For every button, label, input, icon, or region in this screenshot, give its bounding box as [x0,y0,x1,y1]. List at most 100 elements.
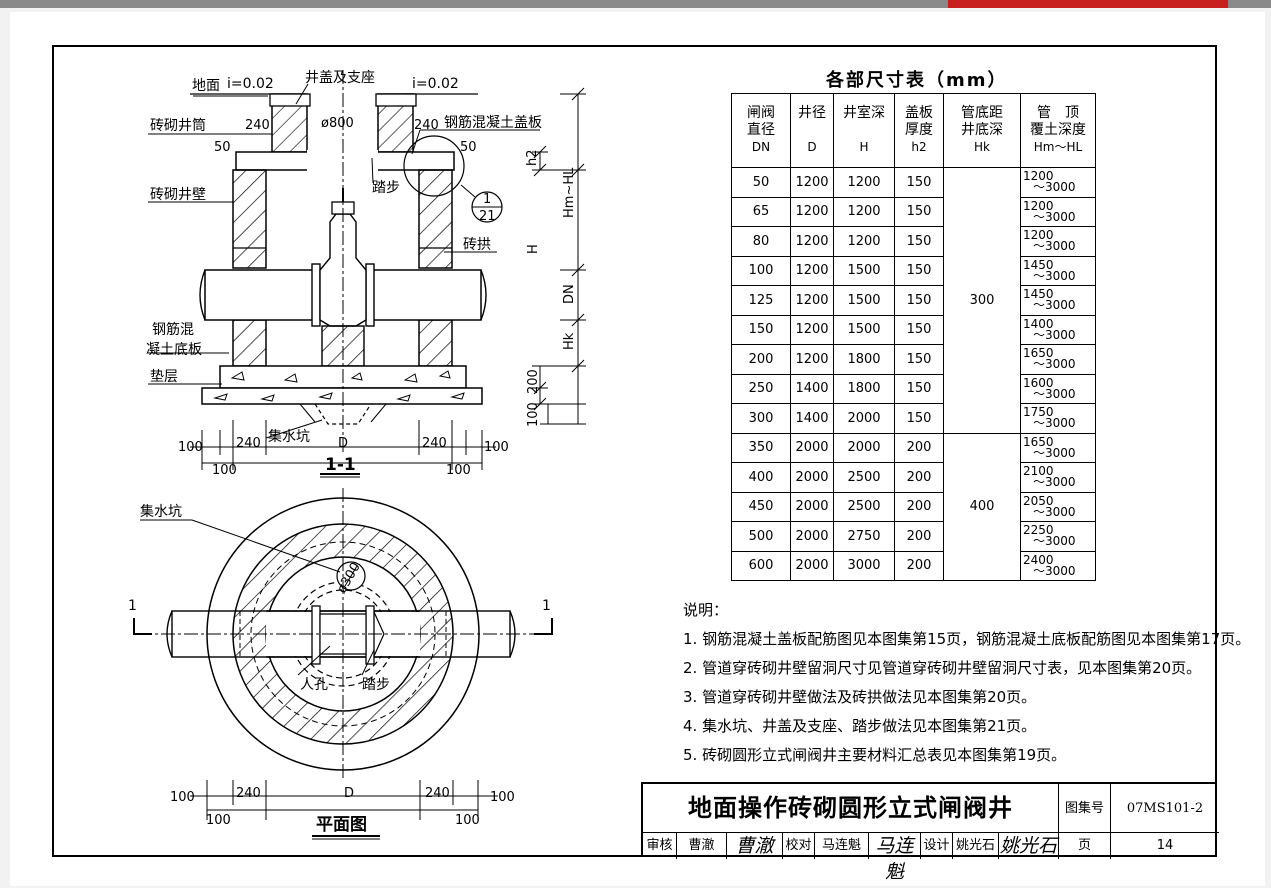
table-cell-h2: 150 [894,196,944,227]
table-cell-cover: 1750～3000 [1020,403,1096,434]
dim-b100-left: 100 [178,440,203,455]
dim-240-left: 240 [245,118,270,133]
table-cell-h: 1500 [833,255,895,286]
table-cell-h: 1200 [833,196,895,227]
header-line: D [807,140,817,154]
table-cell-h: 1500 [833,314,895,345]
cover-max: ～3000 [1033,534,1076,549]
dim-240-right: 240 [414,118,439,133]
header-line: 厚度 [905,122,933,138]
cover-max: ～3000 [1033,268,1076,283]
table-cell-dn: 150 [731,314,791,345]
design-label: 设计 [921,833,953,859]
plan-cut-right: 1 [542,598,551,614]
dim-100-vertical: 100 [526,402,541,427]
header-line: Hm～HL [1033,140,1083,154]
note-item: 3. 管道穿砖砌井壁做法及砖拱做法见本图集第20页。 [683,688,1037,706]
table-cell-d: 1400 [790,403,834,434]
table-cell-h2: 150 [894,167,944,198]
table-cell-h2: 200 [894,521,944,552]
cover-max: ～3000 [1033,357,1076,372]
cover-max: ～3000 [1033,563,1076,578]
cushion-layer [201,387,483,405]
plan-dim-b100-left: 100 [170,790,195,805]
header-line: 管 顶 [1037,105,1079,121]
table-cell-dn: 300 [731,403,791,434]
table-cell-cover: 2250～3000 [1020,521,1096,552]
table-cell-dn: 450 [731,491,791,522]
label-cover-seat: 井盖及支座 [305,70,375,86]
table-cell-cover: 1200～3000 [1020,196,1096,227]
table-cell-h2: 200 [894,432,944,463]
review-label: 审核 [643,833,677,859]
drawing-canvas: 地面 i=0.02 井盖及支座 i=0.02 砖砌井筒 钢筋混凝土盖板 砖砌井壁… [128,70,586,840]
header-line: 闸阀 [747,105,775,121]
table-cell-d: 1200 [790,314,834,345]
label-brick-shaft: 砖砌井筒 [150,117,206,134]
dim-b240-left: 240 [236,436,261,451]
table-cell-h: 2000 [833,432,895,463]
dim-200: 200 [526,369,541,394]
header-line [791,122,833,139]
table-cell-cover: 1600～3000 [1020,373,1096,404]
table-cell-cover: 2400～3000 [1020,550,1096,581]
table-cell-d: 1200 [790,196,834,227]
plan-view: 集水坑 ø300 人孔 踏步 1 1 100 240 D 240 100 100… [128,488,553,840]
table-cell-h2: 200 [894,491,944,522]
table-cell-h: 2500 [833,462,895,493]
dim-h2: h2 [525,149,540,166]
table-cell-d: 2000 [790,462,834,493]
designer-name: 姚光石 [953,833,999,859]
cover-min: 1750 [1023,405,1054,420]
cover-max: ～3000 [1033,327,1076,342]
reviewer-name: 曹澈 [677,833,727,859]
note-item: 5. 砖砌圆形立式闸阀井主要材料汇总表见本图集第19页。 [683,746,1067,764]
table-cell-h2: 150 [894,226,944,257]
note-item: 1. 钢筋混凝土盖板配筋图见本图集第15页，钢筋混凝土底板配筋图见本图集第17页… [683,630,1251,648]
table-cell-cover: 2050～3000 [1020,491,1096,522]
header-line: 直径 [747,122,775,138]
table-cell-hk: 300 [943,167,1021,434]
cover-min: 1200 [1023,198,1054,213]
dim-dn: DN [562,284,577,304]
table-cell-d: 2000 [790,550,834,581]
table-cell-h: 1200 [833,226,895,257]
header-line: 管底距 [961,105,1003,121]
table-cell-h2: 150 [894,285,944,316]
designer-signature: 姚光石 [999,833,1059,859]
table-header-4: 管底距井底深 Hk [943,93,1021,168]
cover-max: ～3000 [1033,239,1076,254]
table-cell-d: 2000 [790,521,834,552]
plan-dim-b100-right: 100 [490,790,515,805]
dim-50-right: 50 [460,140,477,155]
plan-dim-c100-right: 100 [455,813,480,828]
table-cell-cover: 1650～3000 [1020,344,1096,375]
label-slope-left: i=0.02 [227,76,274,92]
header-line: 井底深 [961,122,1003,138]
cover-min: 2050 [1023,493,1054,508]
page-label: 页 [1059,833,1111,859]
table-cell-d: 1200 [790,167,834,198]
detail-page: 21 [479,209,496,224]
header-line: Hk [974,140,990,154]
table-cell-dn: 600 [731,550,791,581]
note-item: 4. 集水坑、井盖及支座、踏步做法见本图集第21页。 [683,717,1037,735]
plan-label-sump: 集水坑 [140,503,182,520]
cover-max: ～3000 [1033,445,1076,460]
table-cell-dn: 500 [731,521,791,552]
table-cell-cover: 2100～3000 [1020,462,1096,493]
cover-min: 2400 [1023,552,1054,567]
dim-800: ø800 [321,116,354,131]
table-cell-dn: 125 [731,285,791,316]
dim-50-left: 50 [214,140,231,155]
